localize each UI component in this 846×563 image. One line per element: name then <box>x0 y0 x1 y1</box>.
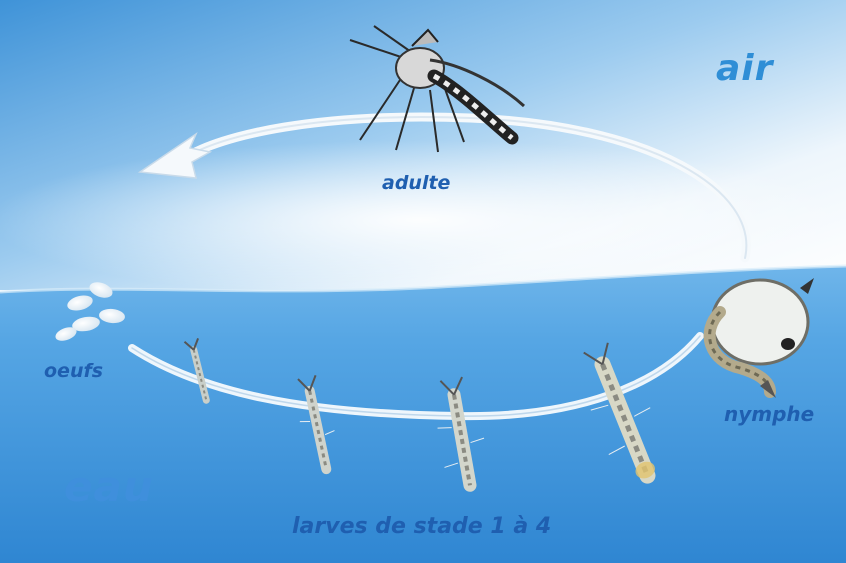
label-nymphe: nymphe <box>724 402 814 426</box>
label-adulte: adulte <box>382 172 450 194</box>
label-eau: eau <box>64 462 154 511</box>
label-oeufs: oeufs <box>44 360 103 382</box>
label-larves: larves de stade 1 à 4 <box>292 514 551 539</box>
label-air: air <box>716 48 773 89</box>
